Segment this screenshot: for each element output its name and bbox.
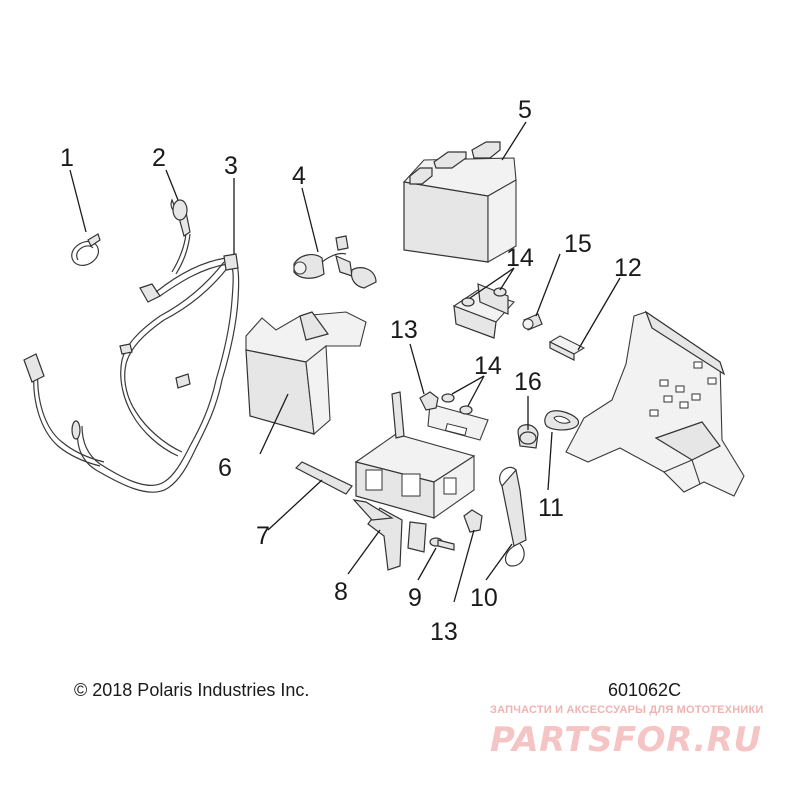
part-13-clip-lower [463,509,483,533]
callout-16: 16 [514,368,542,396]
part-10-rubber-strap [499,466,527,567]
callout-2: 2 [152,144,166,172]
part-7-foam-strip [294,461,353,495]
part-6-battery-cover [245,311,367,436]
part-8-battery-bracket [352,391,489,571]
callout-14-lower: 14 [474,352,502,380]
callout-9: 9 [408,584,422,612]
callout-11: 11 [538,494,564,522]
watermark-logo: PARTSFOR.RU [490,720,762,760]
callout-7: 7 [256,522,270,550]
callout-14-upper: 14 [506,244,534,272]
part-12-strap-bracket [548,335,586,361]
callout-4: 4 [292,162,306,190]
leader-lines [69,121,621,603]
callout-6: 6 [218,454,232,482]
callout-13-lower: 13 [430,618,458,646]
callout-15: 15 [564,230,592,258]
part-5-battery [402,141,517,263]
part-14-nuts [441,393,473,415]
part-16-grommet [517,424,539,449]
copyright-notice: © 2018 Polaris Industries Inc. [74,680,310,700]
callout-numbers: 1 2 3 4 5 6 7 8 9 10 11 12 13 13 14 14 1… [60,96,642,646]
part-9-bolt [429,537,455,551]
part-1-cable-tie [71,233,101,266]
chassis-frame [565,310,745,497]
watermark-tagline: ЗАПЧАСТИ И АКСЕССУАРЫ ДЛЯ МОТОТЕХНИКИ [490,704,764,716]
part-15-stud [522,313,543,331]
callout-3: 3 [224,152,238,180]
callout-12: 12 [614,254,642,282]
part-4-boot-lead [293,235,377,289]
callout-8: 8 [334,578,348,606]
callout-5: 5 [518,96,532,124]
drawing-number: 601062C [608,680,682,700]
part-11-clip [544,410,579,431]
callout-1: 1 [60,144,74,172]
part-14-solenoid [452,283,515,339]
part-13-clip-upper [419,391,439,411]
callout-13-upper: 13 [390,316,418,344]
part-3-battery-cable-harness [23,253,240,493]
part-2-ring-terminal-lead [170,198,191,275]
callout-10: 10 [470,584,498,612]
